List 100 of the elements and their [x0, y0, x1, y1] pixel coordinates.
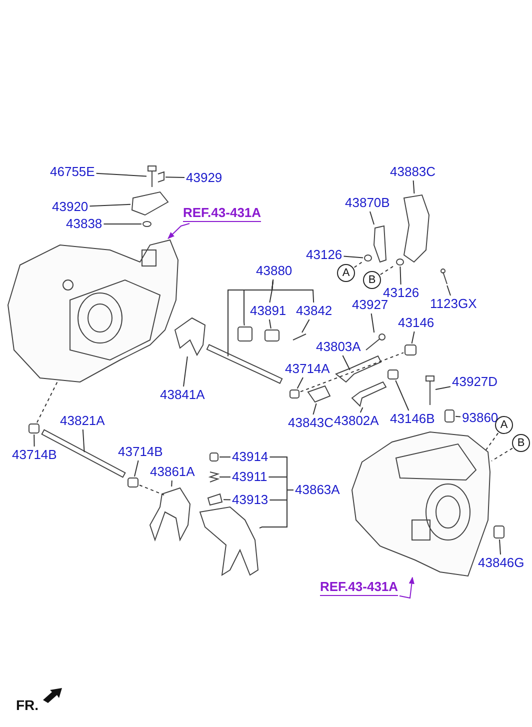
part-number: 43927D [452, 375, 498, 389]
part-number: 43843C [288, 416, 334, 430]
part-number: 46755E [50, 165, 95, 179]
leader-line [219, 456, 231, 458]
leader-line [435, 386, 451, 390]
seal-ring-drawing [142, 221, 152, 227]
lever-drawing [374, 225, 387, 263]
bushing-drawing [128, 478, 138, 488]
reference-label: REF.43-431A [320, 580, 398, 596]
leader-line [312, 403, 317, 415]
shift-lug-drawing [238, 326, 252, 342]
part-number: 43929 [186, 171, 222, 185]
leader-line [354, 260, 364, 268]
leader-line [134, 460, 139, 477]
part-number: 43714B [12, 448, 57, 462]
leader-line [499, 539, 501, 555]
leader-line [82, 429, 85, 453]
part-number: 43870B [345, 196, 390, 210]
leader-line [302, 319, 310, 333]
part-number: 43126 [383, 286, 420, 300]
part-number: 43146B [390, 412, 435, 426]
shift-fork-drawing [174, 317, 206, 356]
seal-ring-drawing [364, 254, 372, 262]
leader-line [219, 476, 231, 478]
part-number: 43920 [52, 200, 88, 214]
part-number: 43802A [334, 414, 379, 428]
bracket-drawing [403, 194, 430, 263]
leader-line [380, 264, 396, 276]
bushing-drawing [290, 390, 300, 398]
leader-line [34, 434, 35, 447]
leader-line [168, 223, 190, 239]
part-number: 43803A [316, 340, 361, 354]
leader-line [223, 499, 231, 500]
bolt-drawing [440, 268, 448, 284]
leader-line [370, 313, 375, 333]
part-number: 43863A [295, 483, 340, 497]
leader-line [300, 352, 404, 392]
leader-line [400, 266, 402, 285]
clip-drawing [158, 171, 164, 182]
leader-line [360, 407, 364, 413]
part-number: 43714A [285, 362, 330, 376]
bushing-drawing [404, 344, 416, 356]
plug-drawing [494, 526, 504, 538]
direction-label: FR. [16, 697, 39, 713]
part-number: 43714B [118, 445, 163, 459]
part-number: 43146 [398, 316, 434, 330]
leader-line [485, 432, 499, 450]
bushing-drawing [28, 424, 40, 434]
switch-drawing [444, 410, 454, 422]
shift-lug-drawing [264, 330, 280, 342]
leader-line [342, 355, 350, 370]
transmission-case-drawing [8, 239, 178, 383]
leader-line [36, 380, 58, 423]
part-number: 43883C [390, 165, 436, 179]
leader-line [89, 204, 131, 207]
callout-letter: B [363, 271, 381, 289]
shift-arm-drawing [335, 355, 382, 383]
shift-fork-drawing [149, 487, 191, 542]
leader-line [183, 356, 188, 387]
leader-line [259, 490, 294, 529]
shift-fork-drawing [199, 506, 259, 576]
leader-line [411, 331, 415, 344]
part-number: 43842 [296, 304, 332, 318]
part-number: 43927 [352, 298, 388, 312]
leader-line [139, 484, 164, 496]
leader-line [446, 285, 451, 296]
bolt-drawing [426, 376, 434, 406]
leader-line [395, 380, 410, 411]
bolt-drawing [366, 334, 386, 350]
callout-letter: A [337, 264, 355, 282]
leader-line [412, 180, 415, 194]
leader-line [271, 279, 314, 303]
pin-drawing [292, 334, 306, 340]
leader-line [96, 172, 147, 177]
leader-line [268, 319, 272, 329]
part-number: 43841A [160, 388, 205, 402]
part-number: 43913 [232, 493, 268, 507]
bushing-drawing [388, 370, 398, 380]
part-number: 43911 [232, 470, 268, 484]
part-number: 43914 [232, 450, 268, 464]
part-number: 43821A [60, 414, 105, 428]
shift-arm-drawing [307, 385, 331, 403]
part-number: 1123GX [430, 297, 477, 311]
leader-line [296, 377, 304, 389]
part-number: 43126 [306, 248, 342, 262]
leader-line [455, 416, 461, 418]
shift-rail-drawing [206, 344, 283, 384]
part-number: 43838 [66, 217, 102, 231]
leader-line [399, 576, 414, 599]
seal-ring-drawing [396, 258, 404, 266]
leader-line [171, 480, 172, 487]
bolt-drawing [148, 166, 156, 188]
part-number: 43861A [150, 465, 195, 479]
reference-label: REF.43-431A [183, 206, 262, 222]
part-number: 43891 [250, 304, 286, 318]
callout-letter: B [512, 434, 530, 452]
leader-line [165, 176, 185, 178]
part-number: 43880 [256, 264, 292, 278]
spring-drawing [208, 472, 220, 482]
shift-arm-drawing [351, 381, 387, 407]
